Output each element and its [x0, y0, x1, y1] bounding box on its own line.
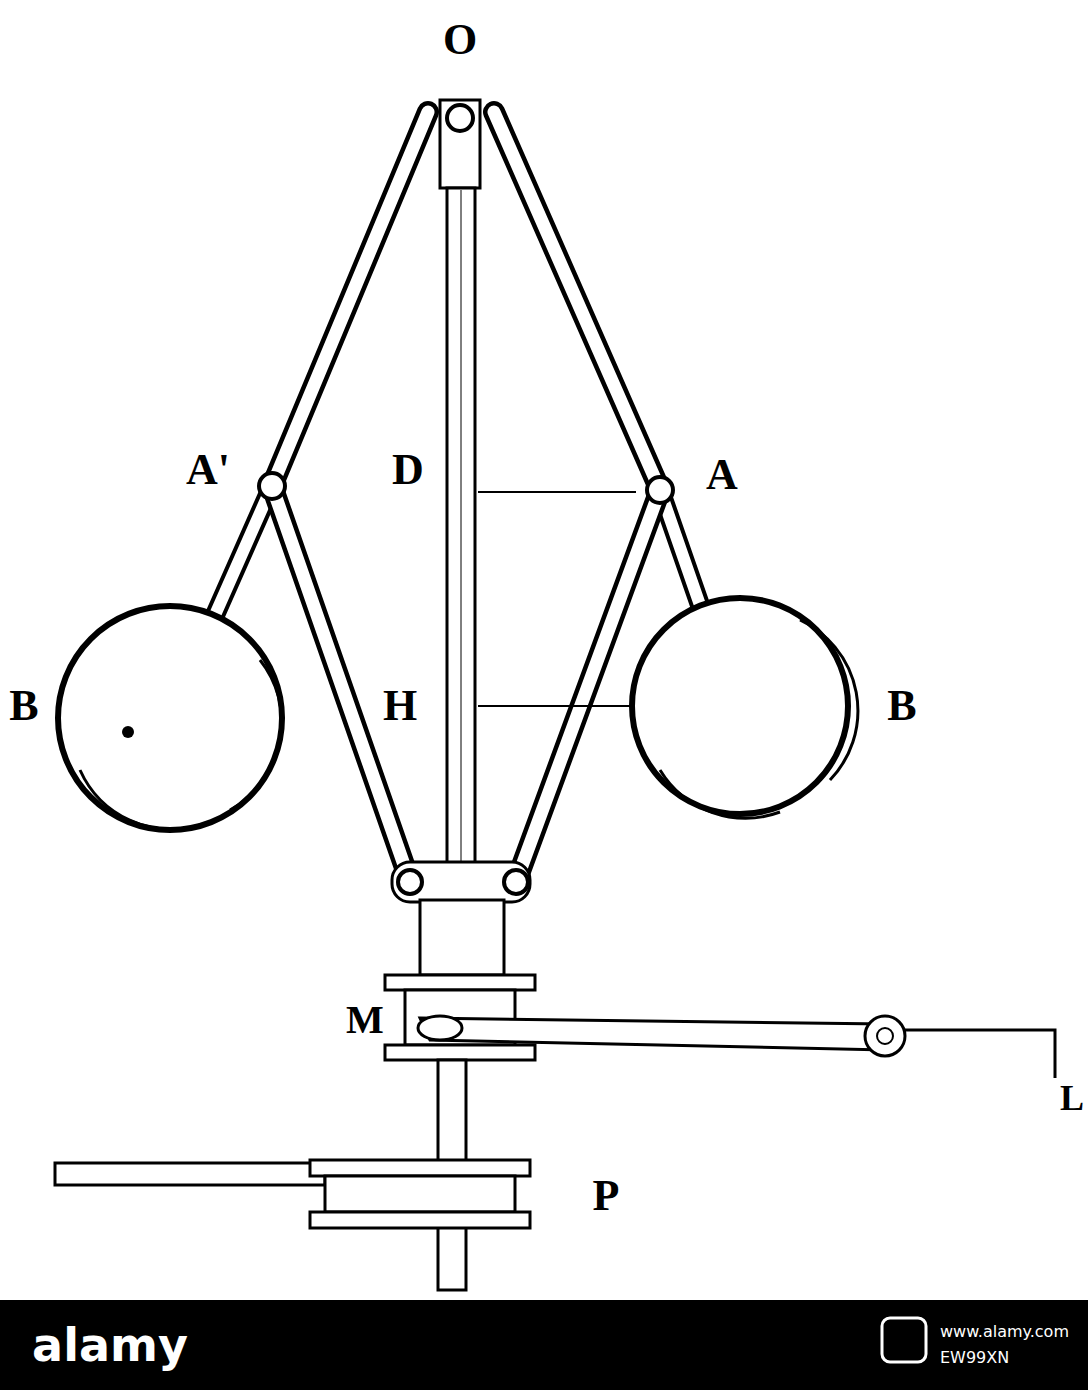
part-letter: H [383, 684, 417, 728]
part-letter: L [1060, 1080, 1084, 1116]
watermark: alamy [32, 1322, 188, 1368]
part-letter: D [392, 448, 424, 492]
part-letter: B [9, 684, 38, 728]
part-letter: P [593, 1174, 620, 1218]
watermark: EW99XN [940, 1350, 1009, 1366]
part-letter: A' [186, 448, 230, 492]
part-letter: A [706, 453, 738, 497]
part-letter: B [887, 684, 916, 728]
part-letter: O [443, 18, 477, 62]
watermark: www.alamy.com [940, 1324, 1069, 1340]
part-letter: M [346, 1000, 384, 1040]
